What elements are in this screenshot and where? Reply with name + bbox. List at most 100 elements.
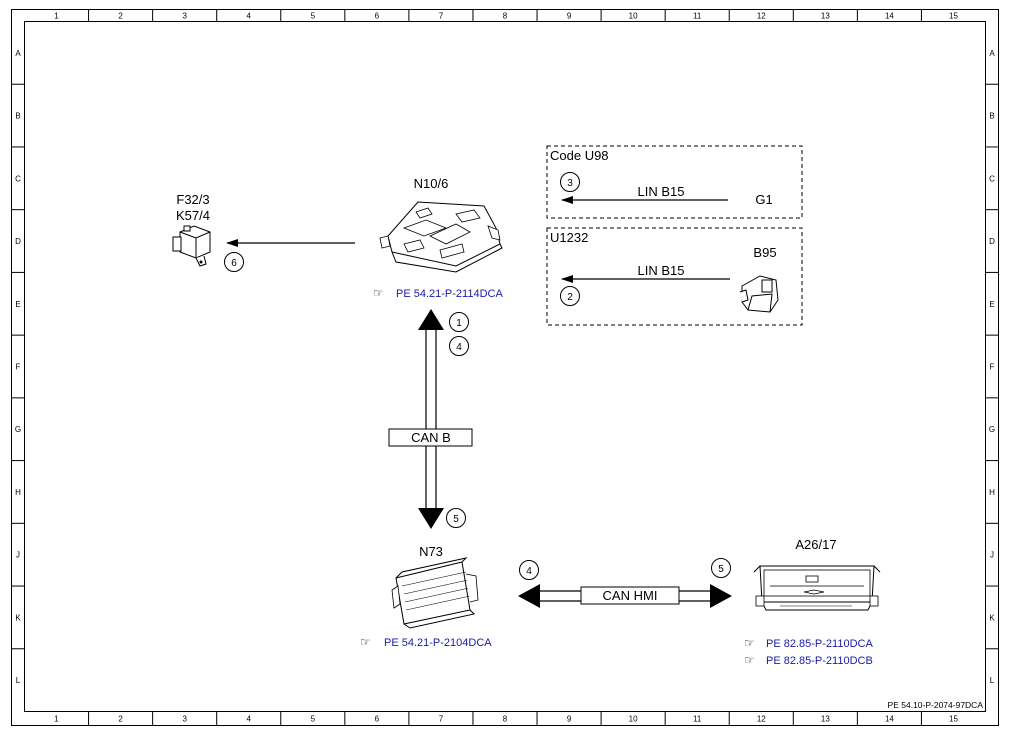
can-b-label: CAN B: [411, 430, 451, 445]
f32-component: [172, 225, 211, 267]
grid-col-label-bottom: 8: [503, 715, 508, 724]
svg-text:3: 3: [567, 178, 573, 189]
grid-row-label-right: H: [989, 488, 995, 497]
doc-code: PE 54.10-P-2074-97DCA: [888, 700, 984, 710]
n10-ref-icon[interactable]: ☞: [373, 286, 384, 300]
can-hmi-label-box: [580, 586, 680, 605]
marker-3: 3: [560, 172, 580, 192]
grid-col-label-bottom: 2: [118, 715, 123, 724]
grid-row-label-right: A: [989, 49, 995, 58]
group-u1232-box: [546, 227, 803, 326]
can-hmi-label: CAN HMI: [603, 588, 658, 603]
grid-col-label-bottom: 1: [54, 715, 59, 724]
can-b-label-box: [388, 428, 473, 447]
a26-ref2[interactable]: PE 82.85-P-2110DCB: [766, 655, 873, 667]
grid-row-label-right: E: [989, 300, 994, 309]
grid-col-label-top: 7: [439, 12, 444, 21]
grid-col-label-bottom: 11: [693, 715, 702, 724]
grid-col-label-top: 9: [567, 12, 572, 21]
grid-row-label-left: B: [15, 112, 20, 121]
grid-row-label-left: L: [16, 676, 21, 685]
n73-label: N73: [419, 544, 443, 559]
grid-col-label-top: 8: [503, 12, 508, 21]
f32-label-1: F32/3: [176, 192, 209, 207]
grid-col-label-top: 5: [311, 12, 316, 21]
grid-row-label-right: C: [989, 174, 995, 183]
marker-4-can-hmi: 4: [519, 560, 539, 580]
group-u1232-label: U1232: [550, 230, 588, 245]
n10-component: [379, 201, 503, 273]
grid-col-label-top: 4: [247, 12, 252, 21]
grid-col-label-bottom: 7: [439, 715, 444, 724]
marker-5-can-b: 5: [446, 508, 466, 528]
grid-col-label-bottom: 5: [311, 715, 316, 724]
grid-col-label-bottom: 15: [949, 715, 958, 724]
grid-col-label-top: 10: [629, 12, 638, 21]
lin-label-2: LIN B15: [638, 263, 685, 278]
a26-ref1[interactable]: PE 82.85-P-2110DCA: [766, 638, 873, 650]
grid-col-label-bottom: 4: [247, 715, 252, 724]
grid-col-label-top: 1: [54, 12, 59, 21]
marker-1: 1: [449, 312, 469, 332]
grid-row-label-right: G: [989, 425, 995, 434]
grid-row-label-left: K: [15, 613, 21, 622]
grid-row-label-right: K: [989, 613, 995, 622]
marker-4-can-b: 4: [449, 336, 469, 356]
grid-row-label-left: E: [15, 300, 20, 309]
b95-component: [739, 275, 779, 313]
grid-row-label-left: D: [15, 237, 21, 246]
can-b-bus: [418, 309, 444, 529]
grid-col-label-bottom: 14: [885, 715, 894, 724]
b95-label: B95: [753, 245, 776, 260]
n73-ref[interactable]: PE 54.21-P-2104DCA: [384, 637, 492, 649]
grid-col-label-top: 11: [693, 12, 702, 21]
grid-row-label-right: J: [990, 551, 994, 560]
f32-label-2: K57/4: [176, 208, 210, 223]
grid-col-label-top: 2: [118, 12, 123, 21]
grid-col-label-bottom: 3: [182, 715, 187, 724]
marker-6: 6: [224, 252, 244, 272]
grid-row-label-left: G: [15, 425, 21, 434]
grid-row-label-left: C: [15, 174, 21, 183]
grid-col-label-top: 6: [375, 12, 380, 21]
grid-row-label-right: L: [990, 676, 995, 685]
a26-ref2-icon[interactable]: ☞: [744, 653, 755, 667]
grid-row-label-right: B: [989, 112, 994, 121]
a26-label: A26/17: [795, 537, 836, 552]
svg-text:4: 4: [526, 566, 532, 577]
grid-row-label-right: D: [989, 237, 995, 246]
grid-row-label-left: H: [15, 488, 21, 497]
svg-text:4: 4: [456, 342, 462, 353]
grid-col-label-bottom: 9: [567, 715, 572, 724]
inner-frame: [24, 21, 986, 712]
grid-col-label-bottom: 12: [757, 715, 766, 724]
grid-left: A B C D E F G H J K L: [11, 49, 25, 685]
grid-col-label-top: 15: [949, 12, 958, 21]
grid-col-label-top: 13: [821, 12, 830, 21]
grid-col-label-bottom: 6: [375, 715, 380, 724]
grid-row-label-left: A: [15, 49, 21, 58]
n73-ref-icon[interactable]: ☞: [360, 635, 371, 649]
n10-label: N10/6: [414, 176, 449, 191]
grid-col-label-top: 12: [757, 12, 766, 21]
grid-col-label-top: 14: [885, 12, 894, 21]
grid-col-label-bottom: 10: [629, 715, 638, 724]
g1-label: G1: [755, 192, 772, 207]
group-u98-label: Code U98: [550, 148, 609, 163]
a26-component: [753, 565, 881, 611]
grid-col-label-bottom: 13: [821, 715, 830, 724]
n73-component: [391, 557, 479, 629]
lin-label-1: LIN B15: [638, 184, 685, 199]
svg-text:1: 1: [456, 318, 462, 329]
grid-row-label-left: J: [16, 551, 20, 560]
outer-frame: [11, 9, 999, 726]
grid-row-label-left: F: [16, 363, 21, 372]
grid-col-label-top: 3: [182, 12, 187, 21]
svg-text:2: 2: [567, 292, 573, 303]
a26-ref1-icon[interactable]: ☞: [744, 636, 755, 650]
n10-ref[interactable]: PE 54.21-P-2114DCA: [396, 288, 503, 300]
